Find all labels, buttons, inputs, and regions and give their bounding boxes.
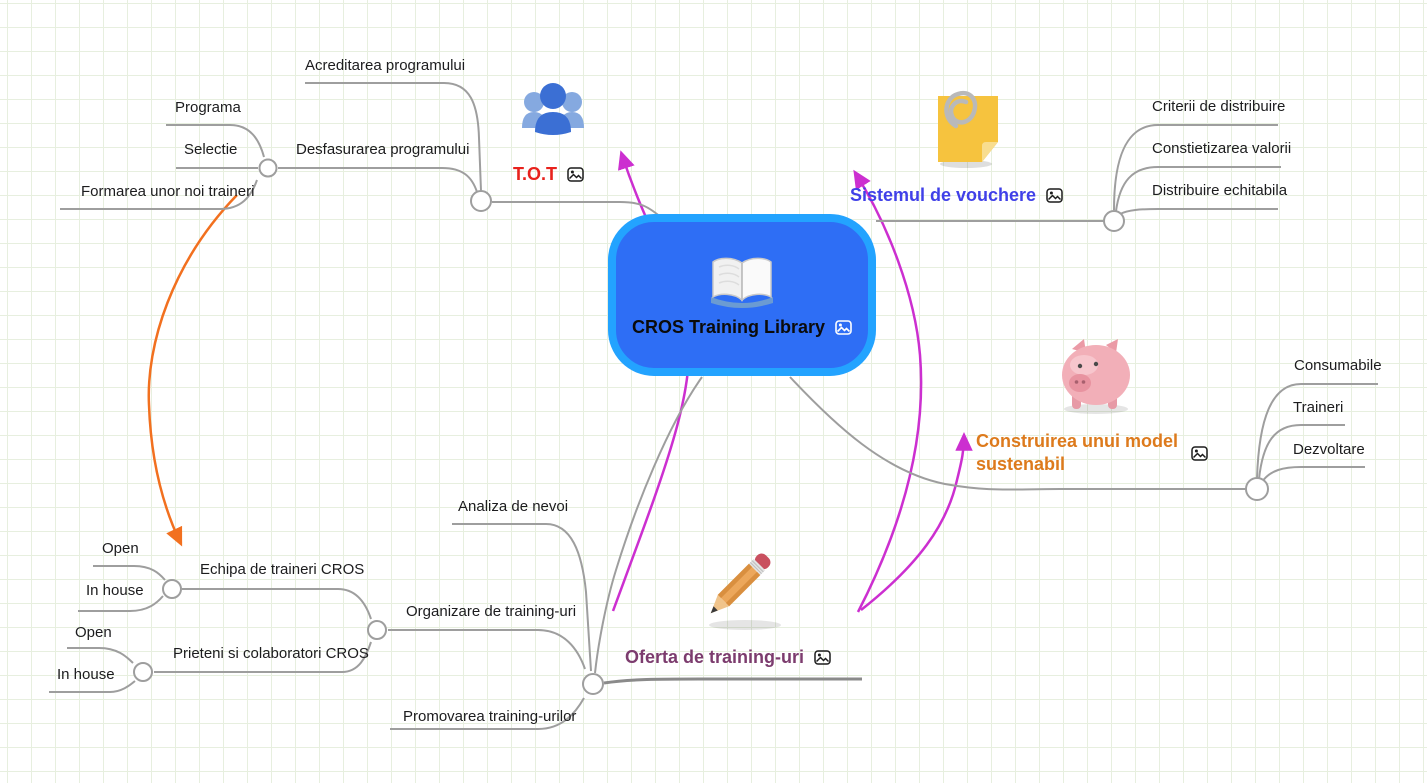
subtopic-organizare[interactable]: Organizare de training-uri xyxy=(406,603,577,620)
line-root-oferta xyxy=(594,376,703,674)
topic-oferta[interactable]: Oferta de training-uri xyxy=(625,646,831,669)
topic-model-label[interactable]: Construirea unui model sustenabil xyxy=(976,431,1179,475)
image-attachment-icon[interactable] xyxy=(835,319,852,335)
topic-model[interactable]: Construirea unui model sustenabil xyxy=(976,430,1188,477)
subtopic-formarea[interactable]: Formarea unor noi traineri xyxy=(81,183,255,200)
subtopic-analiza[interactable]: Analiza de nevoi xyxy=(458,498,569,515)
topic-vouchere-label[interactable]: Sistemul de vouchere xyxy=(850,185,1037,205)
line-dezvoltare xyxy=(1261,466,1365,483)
topic-vouchere[interactable]: Sistemul de vouchere xyxy=(850,184,1063,207)
subtopic-desfasurarea[interactable]: Desfasurarea programului xyxy=(296,141,470,158)
line-acreditarea xyxy=(305,82,482,192)
line-traineri xyxy=(1258,424,1345,480)
people-group-icon xyxy=(520,76,586,145)
subtopic-selectie[interactable]: Selectie xyxy=(184,141,238,158)
subtopic-criterii[interactable]: Criterii de distribuire xyxy=(1152,98,1286,115)
image-attachment-icon[interactable] xyxy=(567,167,584,182)
relation-arrow-orange[interactable] xyxy=(147,194,238,547)
topic-tot-label[interactable]: T.O.T xyxy=(513,164,557,184)
line-analiza xyxy=(452,523,592,672)
line-promovarea xyxy=(390,697,585,730)
subtopic-distribuire[interactable]: Distribuire echitabila xyxy=(1152,182,1288,199)
handle-tot[interactable] xyxy=(470,190,492,212)
line-root-model xyxy=(789,376,1246,491)
line-formarea xyxy=(60,179,258,210)
handle-prieteni[interactable] xyxy=(133,662,153,682)
line-inhouse-echipa xyxy=(78,595,164,612)
subtopic-inhouse-prieteni[interactable]: In house xyxy=(57,666,115,683)
subtopic-consumabile[interactable]: Consumabile xyxy=(1294,357,1382,374)
handle-vouchere[interactable] xyxy=(1103,210,1125,232)
line-prieteni xyxy=(154,641,372,673)
topic-tot[interactable]: T.O.T xyxy=(513,163,584,186)
image-attachment-icon[interactable] xyxy=(1046,188,1063,203)
arrow-oferta-to-vouchere[interactable] xyxy=(853,169,923,613)
image-attachment-icon[interactable] xyxy=(814,650,831,665)
subtopic-inhouse-echipa[interactable]: In house xyxy=(86,582,144,599)
line-organizare xyxy=(388,629,586,670)
handle-organizare[interactable] xyxy=(367,620,387,640)
arrow-formarea-to-echipa[interactable] xyxy=(147,194,238,547)
junction-handles[interactable] xyxy=(133,158,1269,695)
branch-lines xyxy=(49,82,1378,730)
image-attachment-icon[interactable] xyxy=(1191,446,1208,466)
topic-oferta-label[interactable]: Oferta de training-uri xyxy=(625,647,805,667)
subtopic-open-prieteni[interactable]: Open xyxy=(75,624,112,641)
line-echipa xyxy=(182,588,372,620)
handle-echipa[interactable] xyxy=(162,579,182,599)
line-oferta-underline xyxy=(603,677,862,685)
line-distribuire xyxy=(1119,208,1278,215)
arrow-oferta-to-model[interactable] xyxy=(860,432,973,611)
subtopic-echipa[interactable]: Echipa de traineri CROS xyxy=(200,561,365,578)
pencil-icon xyxy=(693,543,785,640)
line-inhouse-prieteni xyxy=(49,680,136,693)
line-programa xyxy=(166,124,265,158)
handle-model[interactable] xyxy=(1245,477,1269,501)
handle-desfasurarea[interactable] xyxy=(258,158,278,178)
line-open-prieteni xyxy=(67,647,134,664)
root-title[interactable]: CROS Training Library xyxy=(631,316,826,337)
subtopic-traineri[interactable]: Traineri xyxy=(1293,399,1344,416)
subtopic-programa[interactable]: Programa xyxy=(175,99,241,116)
piggy-bank-icon xyxy=(1050,333,1140,422)
line-consumabile xyxy=(1256,383,1378,479)
root-node[interactable]: CROS Training Library xyxy=(608,214,876,376)
handle-oferta[interactable] xyxy=(582,673,604,695)
subtopic-open-echipa[interactable]: Open xyxy=(102,540,139,557)
line-open-echipa xyxy=(93,565,166,581)
line-desfasurarea xyxy=(278,167,478,193)
subtopic-promovarea[interactable]: Promovarea training-urilor xyxy=(403,708,577,725)
subtopic-prieteni[interactable]: Prieteni si colaboratori CROS xyxy=(173,645,369,662)
subtopic-constietizarea[interactable]: Constietizarea valorii xyxy=(1152,140,1292,157)
subtopic-dezvoltare[interactable]: Dezvoltare xyxy=(1293,441,1365,458)
subtopic-acreditarea[interactable]: Acreditarea programului xyxy=(305,57,466,74)
line-criterii xyxy=(1113,124,1278,211)
line-constietizarea xyxy=(1115,166,1281,212)
sticky-note-paperclip-icon xyxy=(926,86,1002,177)
open-book-icon xyxy=(711,257,773,308)
